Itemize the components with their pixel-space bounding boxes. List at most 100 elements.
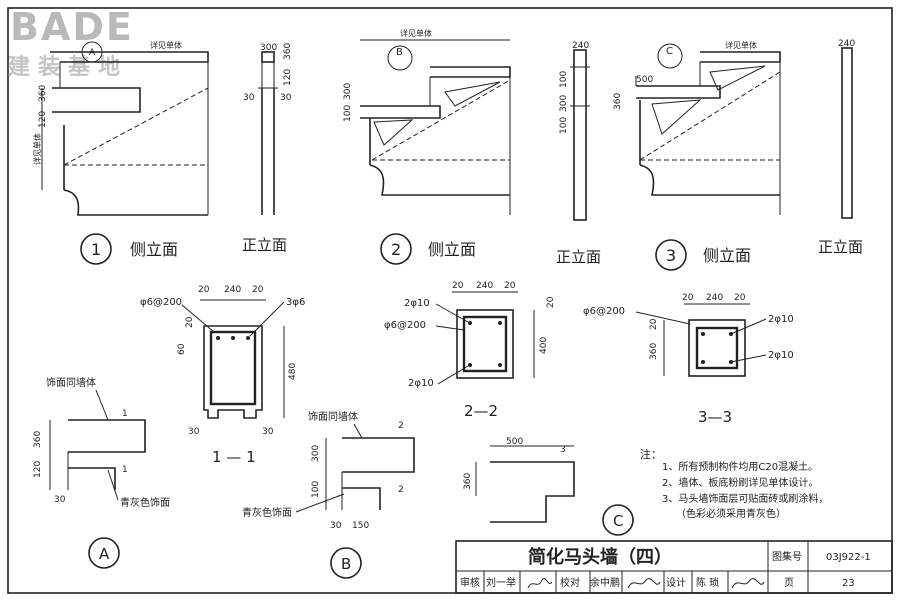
s22-dim-400: 400 bbox=[539, 337, 549, 354]
title-block: 简化马头墙（四） 图集号 03J922-1 审核 刘一举 校对 余中鹏 设计 陈… bbox=[455, 540, 893, 594]
s11-rebar-right: 3φ6 bbox=[286, 297, 305, 308]
detail-a-dim-120: 120 bbox=[33, 461, 43, 478]
notes: 注： 1、所有预制构件均用C20混凝土。 2、墙体、板底粉刷详见单体设计。 3、… bbox=[640, 447, 828, 520]
s33-rebar-bottom: 2φ10 bbox=[768, 350, 794, 361]
s22-dim-20-right: 20 bbox=[546, 296, 556, 308]
title-block-title: 简化马头墙（四） bbox=[528, 546, 672, 568]
view-2-side-elevation: 详见单体 300 100 B bbox=[343, 28, 511, 215]
detail-a-cut-bottom: 1 bbox=[122, 465, 128, 475]
title-block-reviewer: 刘一举 bbox=[486, 576, 516, 589]
detail-b-cut-top: 2 bbox=[398, 421, 404, 431]
s33-dim-20-left: 20 bbox=[649, 318, 659, 330]
detail-c-tag: C bbox=[613, 512, 623, 530]
view-2-front-label: 正立面 bbox=[556, 248, 601, 266]
s11-dim-240: 240 bbox=[224, 285, 241, 295]
view-1-front-label: 正立面 bbox=[242, 236, 287, 254]
view-2-circle-number: 2 bbox=[391, 240, 401, 259]
title-block-review-label: 审核 bbox=[460, 576, 480, 589]
view-3-front-elevation: 240 正立面 bbox=[818, 39, 863, 256]
title-block-checker: 余中鹏 bbox=[590, 576, 620, 589]
detail-b-tag: B bbox=[341, 555, 351, 573]
title-block-check-label: 校对 bbox=[560, 576, 580, 589]
s22-rebar-stirrup: φ6@200 bbox=[384, 320, 426, 331]
designer-signature bbox=[731, 578, 765, 589]
title-block-page-no: 23 bbox=[842, 578, 855, 589]
notes-item-3: 3、马头墙饰面层可贴面砖或刷涂料， bbox=[662, 492, 828, 505]
view-3-front-dim-240: 240 bbox=[838, 39, 855, 49]
view-2-front-elevation: 240 100 300 100 正立面 bbox=[556, 41, 601, 266]
view-2-front-dim-100b: 100 bbox=[559, 117, 569, 134]
view-1-front-dim-30-left: 30 bbox=[243, 93, 255, 103]
view-2-front-dim-240: 240 bbox=[572, 41, 589, 51]
s11-rebar-left: φ6@200 bbox=[140, 297, 182, 308]
detail-c: 500 360 3 C bbox=[463, 437, 634, 536]
view-1-note-label: 详见单体 bbox=[150, 40, 182, 50]
detail-a-dim-30: 30 bbox=[54, 495, 66, 505]
s33-rebar-top: 2φ10 bbox=[768, 314, 794, 325]
view-3-dim-500: 500 bbox=[636, 75, 653, 85]
detail-b-dim-150: 150 bbox=[352, 521, 369, 531]
title-block-design-label: 设计 bbox=[666, 576, 686, 589]
view-1-front-dim-300: 300 bbox=[260, 43, 277, 53]
detail-a-finish-top: 饰面同墙体 bbox=[46, 376, 96, 389]
checker-signature bbox=[627, 578, 661, 589]
view-1-caption: 1 侧立面 bbox=[80, 233, 178, 265]
s33-dim-20b: 20 bbox=[734, 293, 746, 303]
detail-a-dim-360: 360 bbox=[33, 431, 43, 448]
detail-b-finish-bottom: 青灰色饰面 bbox=[242, 506, 292, 519]
logo-brand: BADE bbox=[10, 5, 134, 49]
detail-b-dim-100: 100 bbox=[311, 481, 321, 498]
s11-label: 1 — 1 bbox=[212, 448, 256, 466]
s33-dim-360: 360 bbox=[649, 343, 659, 360]
detail-b-finish-top: 饰面同墙体 bbox=[308, 410, 358, 423]
s22-rebar-bottom: 2φ10 bbox=[408, 378, 434, 389]
title-block-atlas-no: 03J922-1 bbox=[826, 552, 871, 563]
sheet-border bbox=[7, 7, 893, 594]
s11-dim-20-left: 20 bbox=[185, 316, 195, 328]
s11-dim-30-left: 30 bbox=[188, 427, 200, 437]
s11-dim-60: 60 bbox=[177, 343, 187, 355]
view-3-circle-number: 3 bbox=[666, 246, 676, 265]
view-2-detail-tag: B bbox=[396, 47, 403, 58]
detail-c-cut-mark: 3 bbox=[560, 445, 566, 455]
view-3-side-label: 侧立面 bbox=[703, 246, 751, 265]
s22-dim-20b: 20 bbox=[504, 281, 516, 291]
s11-dim-20a: 20 bbox=[198, 285, 210, 295]
view-1-front-dim-30-right: 30 bbox=[280, 93, 292, 103]
notes-item-2: 2、墙体、板底粉刷详见单体设计。 bbox=[662, 476, 818, 489]
view-1-front-elevation: 300 360 120 30 30 正立面 bbox=[242, 43, 293, 254]
s11-dim-480: 480 bbox=[288, 363, 298, 380]
reviewer-signature bbox=[527, 578, 553, 589]
view-2-caption: 2 侧立面 bbox=[380, 233, 476, 265]
section-1-1: 20 240 20 φ6@200 3φ6 20 60 480 30 30 1 —… bbox=[140, 285, 305, 466]
s33-dim-240: 240 bbox=[706, 293, 723, 303]
detail-c-dim-500: 500 bbox=[506, 437, 523, 447]
notes-item-4: （色彩必须采用青灰色） bbox=[676, 507, 786, 520]
view-2-note-label: 详见单体 bbox=[400, 28, 432, 38]
detail-b-cut-bottom: 2 bbox=[398, 485, 404, 495]
view-1-dim-360: 360 bbox=[38, 85, 48, 102]
view-1-circle-number: 1 bbox=[91, 240, 101, 259]
view-3-front-label: 正立面 bbox=[818, 238, 863, 256]
view-1-front-dim-120: 120 bbox=[283, 69, 293, 86]
section-3-3: 20 240 20 φ6@200 2φ10 2φ10 20 360 3—3 bbox=[583, 293, 794, 426]
detail-b: 300 100 30 150 饰面同墙体 青灰色饰面 2 2 B bbox=[242, 410, 415, 579]
view-1-detail-tag: A bbox=[89, 48, 96, 58]
s33-rebar-stirrup: φ6@200 bbox=[583, 306, 625, 317]
s33-dim-20a: 20 bbox=[682, 293, 694, 303]
s33-label: 3—3 bbox=[698, 408, 732, 426]
view-2-front-dim-300: 300 bbox=[559, 95, 569, 112]
view-3-caption: 3 侧立面 bbox=[655, 239, 751, 271]
notes-heading: 注： bbox=[640, 447, 662, 461]
detail-a: 360 120 30 饰面同墙体 青灰色饰面 1 1 A bbox=[33, 376, 170, 569]
view-3-note-label: 详见单体 bbox=[725, 40, 757, 50]
view-3-dim-360: 360 bbox=[613, 93, 623, 110]
view-2-side-label: 侧立面 bbox=[428, 240, 476, 259]
view-1-front-dim-360: 360 bbox=[283, 43, 293, 60]
s11-dim-30-right: 30 bbox=[262, 427, 274, 437]
detail-a-tag: A bbox=[99, 545, 110, 563]
detail-b-dim-300: 300 bbox=[311, 445, 321, 462]
logo: BADE 建装基地 bbox=[8, 5, 134, 80]
s22-rebar-top: 2φ10 bbox=[404, 298, 430, 309]
